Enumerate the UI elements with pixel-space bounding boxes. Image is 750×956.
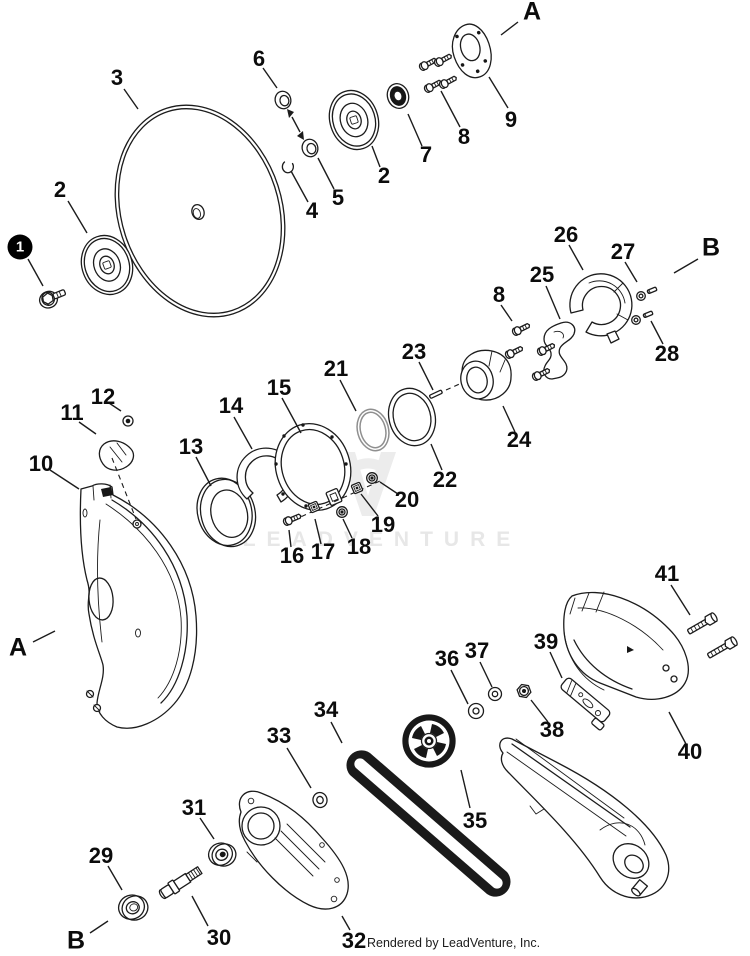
- part-1-arbor-bolt: [38, 289, 67, 309]
- part-36-washer: [467, 702, 485, 720]
- part-27-washer-pin: [636, 286, 658, 301]
- part-callout-32: 32: [341, 928, 367, 953]
- part-callout-6: 6: [252, 46, 266, 71]
- part-callout-3: 3: [110, 65, 124, 90]
- part-callout-1: 1: [7, 234, 33, 260]
- part-25-brake-bracket: [543, 321, 576, 380]
- part-callout-30: 30: [206, 925, 232, 950]
- part-callout-36: 36: [434, 646, 460, 671]
- part-39-anchor-plate: [560, 677, 611, 731]
- part-callout-40: 40: [677, 739, 703, 764]
- part-14-clamp-band: [236, 447, 296, 503]
- part-callout-31: 31: [181, 795, 207, 820]
- watermark-text: LEADVENTURE: [243, 528, 522, 551]
- part-15-guard-ring: [274, 422, 352, 512]
- part-13-seal-collar: [196, 477, 257, 548]
- part-callout-39: 39: [533, 629, 559, 654]
- part-callout-20: 20: [394, 487, 420, 512]
- part-callout-29: 29: [88, 843, 114, 868]
- part-callout-2: 2: [53, 177, 67, 202]
- part-12-nut: [122, 415, 134, 427]
- part-20-nut: [366, 472, 378, 484]
- part-callout-21: 21: [323, 356, 349, 381]
- part-6-spacer-ring: [272, 88, 294, 112]
- part-callout-8: 8: [492, 282, 506, 307]
- part-22-ring: [387, 387, 437, 447]
- part-callout-28: 28: [654, 341, 680, 366]
- part-callout-18: 18: [346, 534, 372, 559]
- part-callout-34: 34: [313, 697, 339, 722]
- part-callout-13: 13: [178, 434, 204, 459]
- part-callout-26: 26: [553, 222, 579, 247]
- part-callout-25: 25: [529, 262, 555, 287]
- part-10-blade-guard: [79, 483, 198, 729]
- part-41-bolt: [685, 611, 720, 637]
- part-callout-27: 27: [610, 239, 636, 264]
- part-32-gearcase-cover: [238, 790, 349, 910]
- part-5-spacer-ring: [299, 136, 321, 160]
- leadventure-watermark-logo-icon: [340, 452, 396, 516]
- part-callout-14: 14: [218, 393, 244, 418]
- part-38-flange-nut: [516, 683, 532, 699]
- part-callout-B: B: [66, 926, 86, 955]
- assembly-dash-line: [111, 457, 137, 520]
- part-37-washer: [487, 686, 503, 702]
- part-18-nut: [336, 506, 348, 518]
- leader-lines: [27, 21, 699, 934]
- pin-dash-line: [445, 381, 465, 391]
- part-callout-33: 33: [266, 723, 292, 748]
- part-23-roll-pin: [429, 389, 443, 399]
- part-8-bolts-top: [417, 51, 459, 95]
- part-callout-11: 11: [60, 400, 84, 425]
- part-29-bearing: [117, 894, 149, 921]
- footer-credit: Rendered by LeadVenture, Inc.: [367, 936, 541, 950]
- part-callout-A: A: [522, 0, 542, 26]
- part-7-washer: [386, 83, 410, 109]
- part-callout-7: 7: [419, 142, 433, 167]
- part-callout-23: 23: [401, 339, 427, 364]
- part-callout-10: 10: [28, 451, 54, 476]
- part-24-drum: [460, 349, 512, 401]
- part-28-washer-pin: [631, 310, 654, 325]
- part-callout-12: 12: [90, 384, 116, 409]
- part-callout-B: B: [701, 233, 721, 262]
- part-callout-15: 15: [266, 375, 292, 400]
- part-callout-41: 41: [654, 561, 680, 586]
- part-callout-9: 9: [504, 107, 518, 132]
- part-35-pulley: [402, 714, 456, 768]
- part-callout-38: 38: [539, 717, 565, 742]
- part-4-retaining-clip: [281, 161, 294, 174]
- part-16-bolt: [281, 511, 303, 528]
- part-callout-37: 37: [464, 638, 490, 663]
- part-callout-16: 16: [279, 543, 305, 568]
- part-callout-22: 22: [432, 467, 458, 492]
- part-callout-4: 4: [305, 198, 319, 223]
- part-2-flange-right: [328, 89, 380, 151]
- part-callout-35: 35: [462, 808, 488, 833]
- part-callout-2: 2: [377, 163, 391, 188]
- part-30-shaft: [158, 866, 203, 900]
- part-26-brake-housing: [569, 273, 633, 344]
- part-callout-19: 19: [370, 512, 396, 537]
- part-21-o-ring: [356, 408, 390, 452]
- part-arm-housing: [499, 737, 670, 899]
- part-callout-A: A: [8, 633, 28, 662]
- part-40-belt-cover: [563, 591, 689, 700]
- part-2-flange-left: [80, 234, 134, 296]
- part-callout-24: 24: [506, 427, 532, 452]
- part-callout-8: 8: [457, 124, 471, 149]
- part-11-guard-bracket: [98, 440, 135, 471]
- part-callout-5: 5: [331, 185, 345, 210]
- part-9-mount-plate: [451, 23, 492, 79]
- part-33-washer: [312, 791, 328, 809]
- part-31-bearing: [207, 842, 237, 867]
- part-callout-17: 17: [310, 539, 336, 564]
- part-41-bolt: [705, 635, 740, 661]
- double-arrow-icon: [287, 109, 304, 140]
- part-3-cutting-disc: [114, 104, 286, 318]
